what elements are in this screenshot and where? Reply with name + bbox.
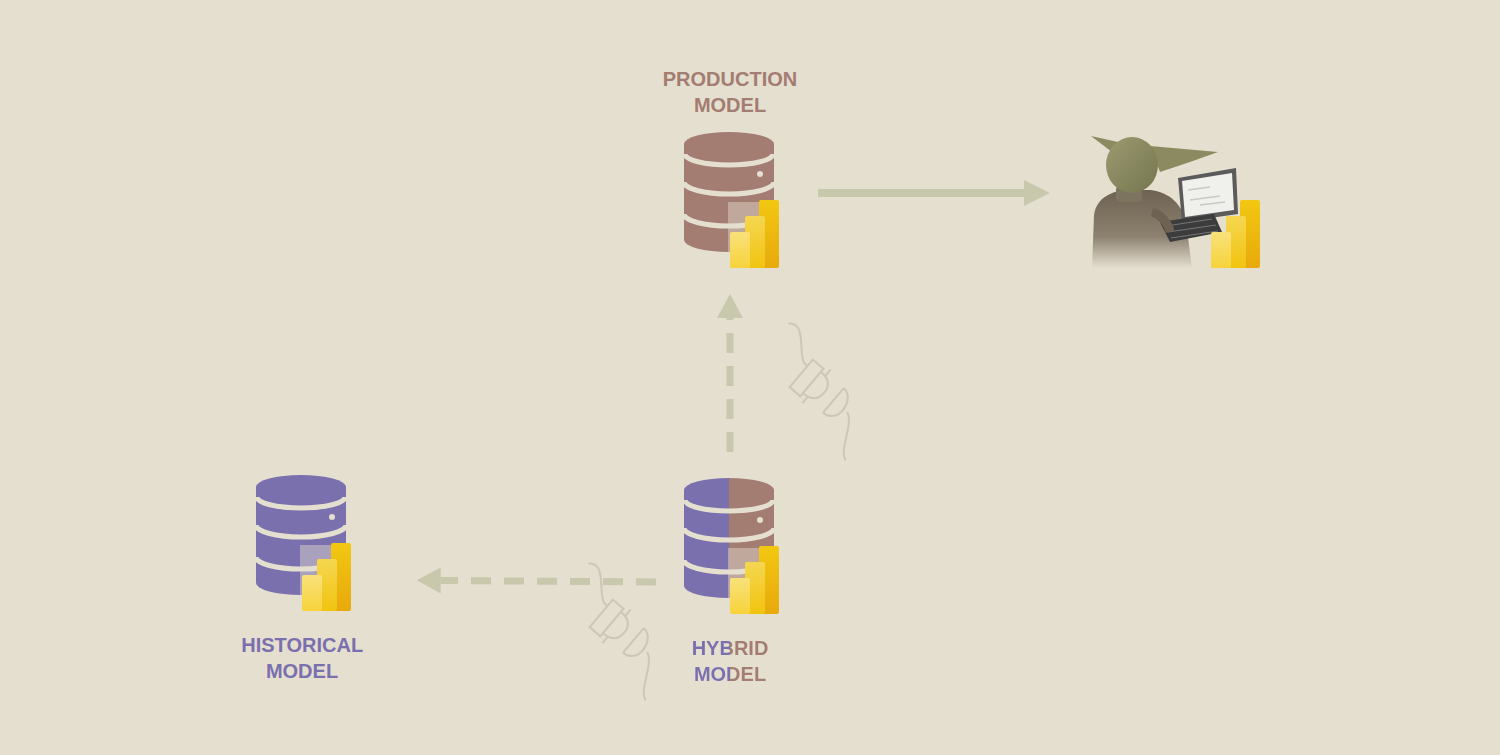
database-band-line (685, 154, 773, 165)
dashed-connector (726, 318, 733, 452)
model-label: PRODUCTION MODEL (663, 66, 797, 118)
model-label: HISTORICAL MODEL (241, 632, 363, 684)
user-illustration (1091, 136, 1260, 268)
powerbi-logo-bar (730, 578, 750, 614)
model-node: HISTORICAL MODEL (237, 471, 367, 688)
output-arrow (818, 180, 1050, 206)
database-dot (329, 514, 335, 520)
database-icon (246, 475, 358, 615)
database-band-line (257, 497, 345, 508)
model-node: PRODUCTION MODEL (659, 62, 801, 276)
model-node: HYBRID MODEL (670, 474, 790, 691)
database-band-line (684, 182, 774, 194)
database-band-line (685, 500, 773, 511)
database-icon (674, 132, 786, 272)
powerbi-logo-bar (302, 575, 322, 611)
database-dot (757, 517, 763, 523)
dashed-connector (441, 580, 656, 582)
database-band-line (684, 528, 774, 540)
database-band-line (256, 525, 346, 537)
database-icon (674, 478, 786, 618)
database-dot (757, 171, 763, 177)
model-label: HYBRID MODEL (692, 635, 769, 687)
plug-icon (745, 321, 892, 461)
powerbi-logo-bar (730, 232, 750, 268)
